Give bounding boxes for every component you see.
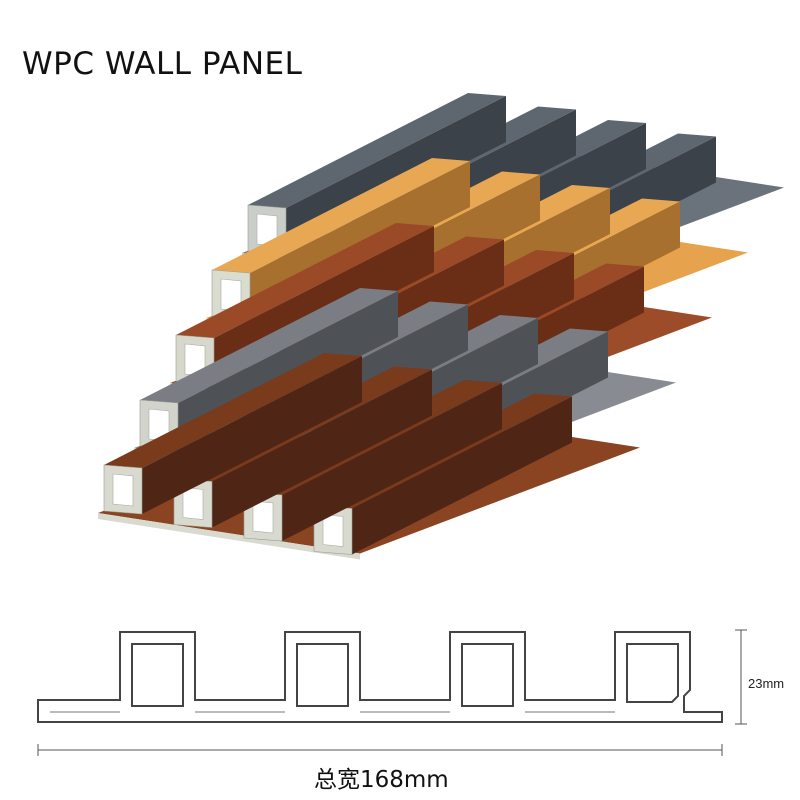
- hollow-2: [296, 643, 349, 707]
- slat-side-face: [352, 396, 572, 555]
- height-dimension-label: 23mm: [748, 676, 785, 691]
- slat-side-face: [212, 369, 432, 528]
- slat-hollow: [322, 514, 344, 547]
- slat-hollow: [252, 500, 274, 534]
- slat-hollow: [182, 487, 204, 520]
- slat-top-face: [140, 288, 398, 403]
- slat-side-face: [282, 383, 502, 541]
- cross-section-diagram: [37, 629, 747, 756]
- slat-hollow: [112, 473, 134, 507]
- slat-top-face: [248, 93, 506, 208]
- hollow-4: [626, 643, 679, 703]
- width-dimension-label: 总宽168mm: [314, 767, 449, 793]
- profile-outline: [37, 631, 723, 723]
- page-title: WPC WALL PANEL: [22, 46, 303, 82]
- hollow-3: [461, 643, 514, 707]
- slat-side-face: [142, 356, 362, 514]
- slat-top-face: [104, 353, 362, 468]
- hollow-1: [131, 643, 184, 707]
- slat-top-face: [212, 158, 470, 273]
- wall-panel-product-image: [98, 93, 784, 560]
- slat-top-face: [176, 223, 434, 338]
- panel-back-edge: [98, 513, 360, 560]
